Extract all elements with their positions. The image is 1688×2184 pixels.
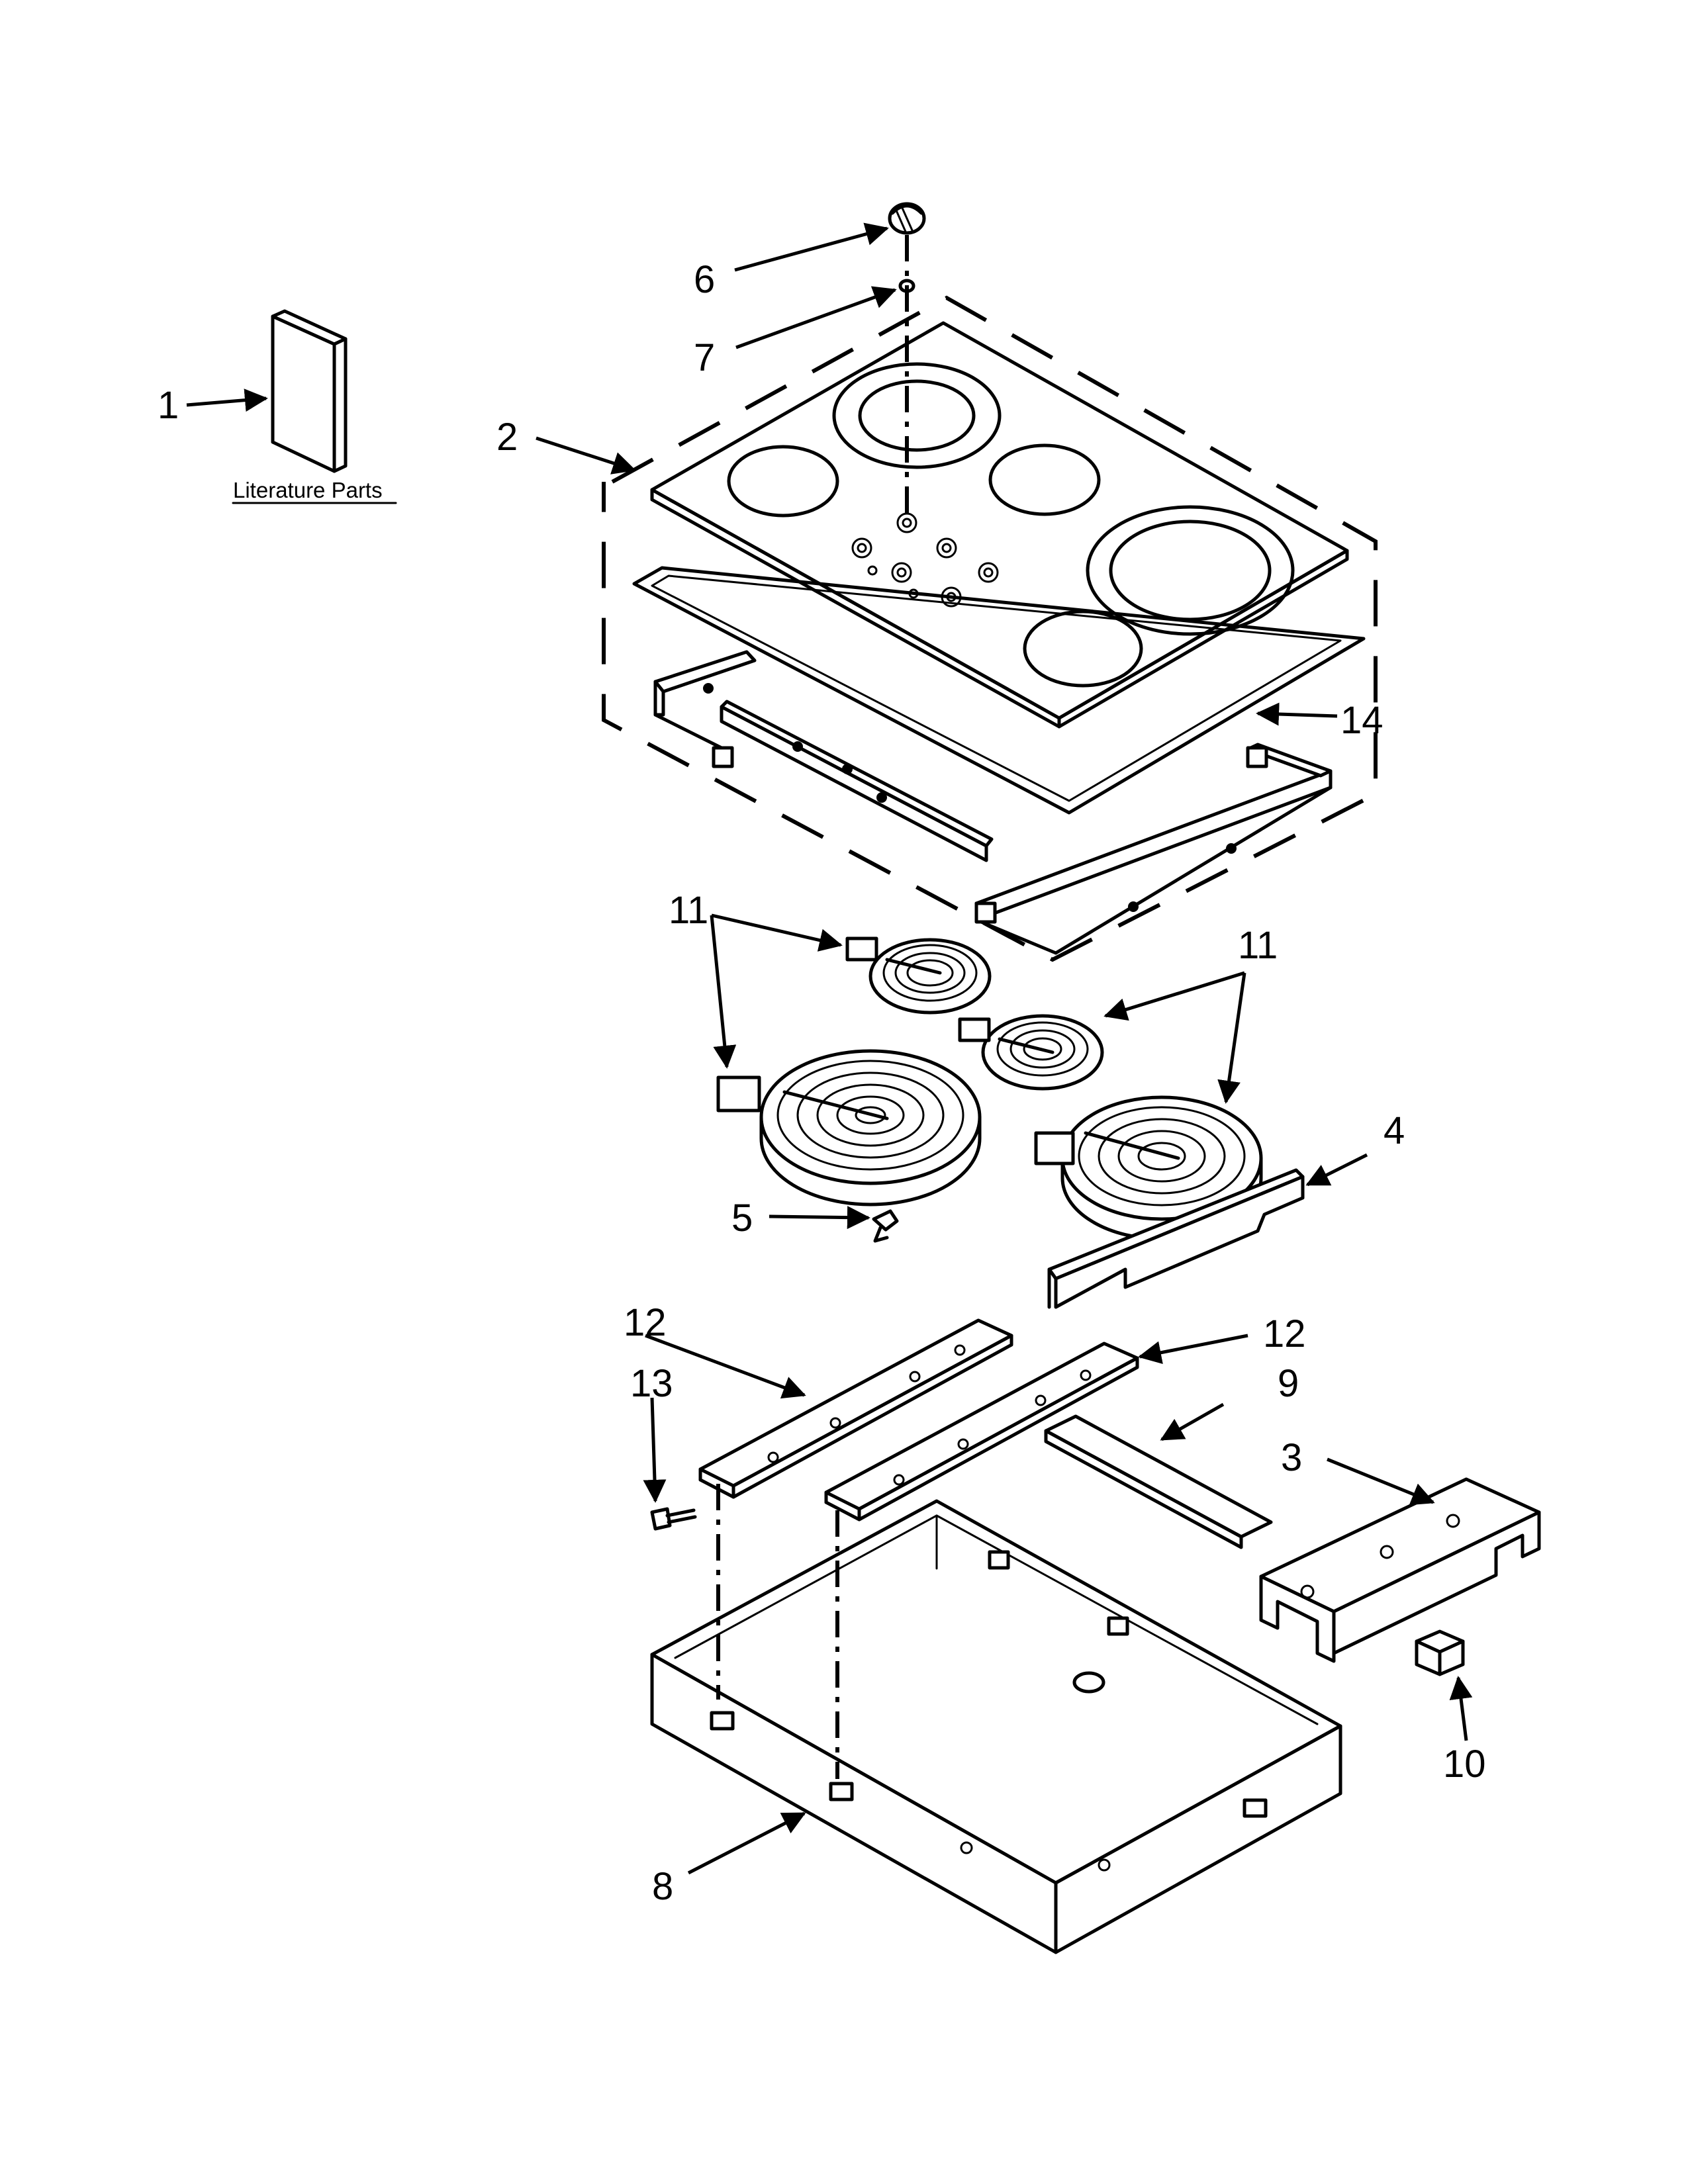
literature-parts-label: Literature Parts (233, 478, 383, 502)
callout-1[interactable]: 1 (158, 384, 179, 427)
callout-12-left[interactable]: 12 (624, 1301, 667, 1344)
element-callout-arrows (710, 913, 1246, 1104)
radiant-element-large-left (716, 1049, 982, 1206)
callout-3[interactable]: 3 (1281, 1436, 1302, 1479)
literature-booklet (186, 309, 348, 473)
mounting-screw (643, 1397, 697, 1531)
callout-9[interactable]: 9 (1278, 1362, 1299, 1405)
support-rail-right (824, 1334, 1248, 1522)
control-bracket (1259, 1457, 1541, 1663)
support-rail-left (645, 1318, 1013, 1499)
cooktop-gasket (632, 566, 1366, 815)
element-clip (769, 1206, 899, 1243)
callout-13[interactable]: 13 (630, 1362, 673, 1405)
callout-11-right[interactable]: 11 (1238, 924, 1278, 967)
left-mounting-bracket (653, 650, 994, 862)
callout-4[interactable]: 4 (1383, 1109, 1405, 1152)
callout-10[interactable]: 10 (1443, 1743, 1486, 1786)
callout-5[interactable]: 5 (731, 1197, 753, 1240)
callout-6[interactable]: 6 (694, 258, 715, 301)
callout-8[interactable]: 8 (652, 1865, 673, 1908)
center-bracket (1044, 1402, 1273, 1549)
radiant-element-small-middle (958, 1014, 1104, 1091)
callout-14[interactable]: 14 (1340, 699, 1383, 742)
callout-2[interactable]: 2 (496, 416, 518, 459)
knob-spacer (735, 279, 915, 349)
cooktop-assembly-boundary (536, 295, 1378, 962)
heat-shield (1047, 1153, 1368, 1309)
radiant-element-large-right (1034, 1095, 1263, 1241)
element-switch (1415, 1629, 1473, 1741)
radiant-element-small-rear (845, 936, 992, 1015)
control-knob (734, 202, 926, 272)
callout-7[interactable]: 7 (694, 336, 715, 379)
callout-11-left[interactable]: 11 (669, 889, 708, 932)
callout-12-right[interactable]: 12 (1263, 1312, 1306, 1355)
right-mounting-bracket (974, 743, 1333, 955)
glass-cooktop (650, 321, 1349, 729)
burner-box (650, 1499, 1342, 1954)
